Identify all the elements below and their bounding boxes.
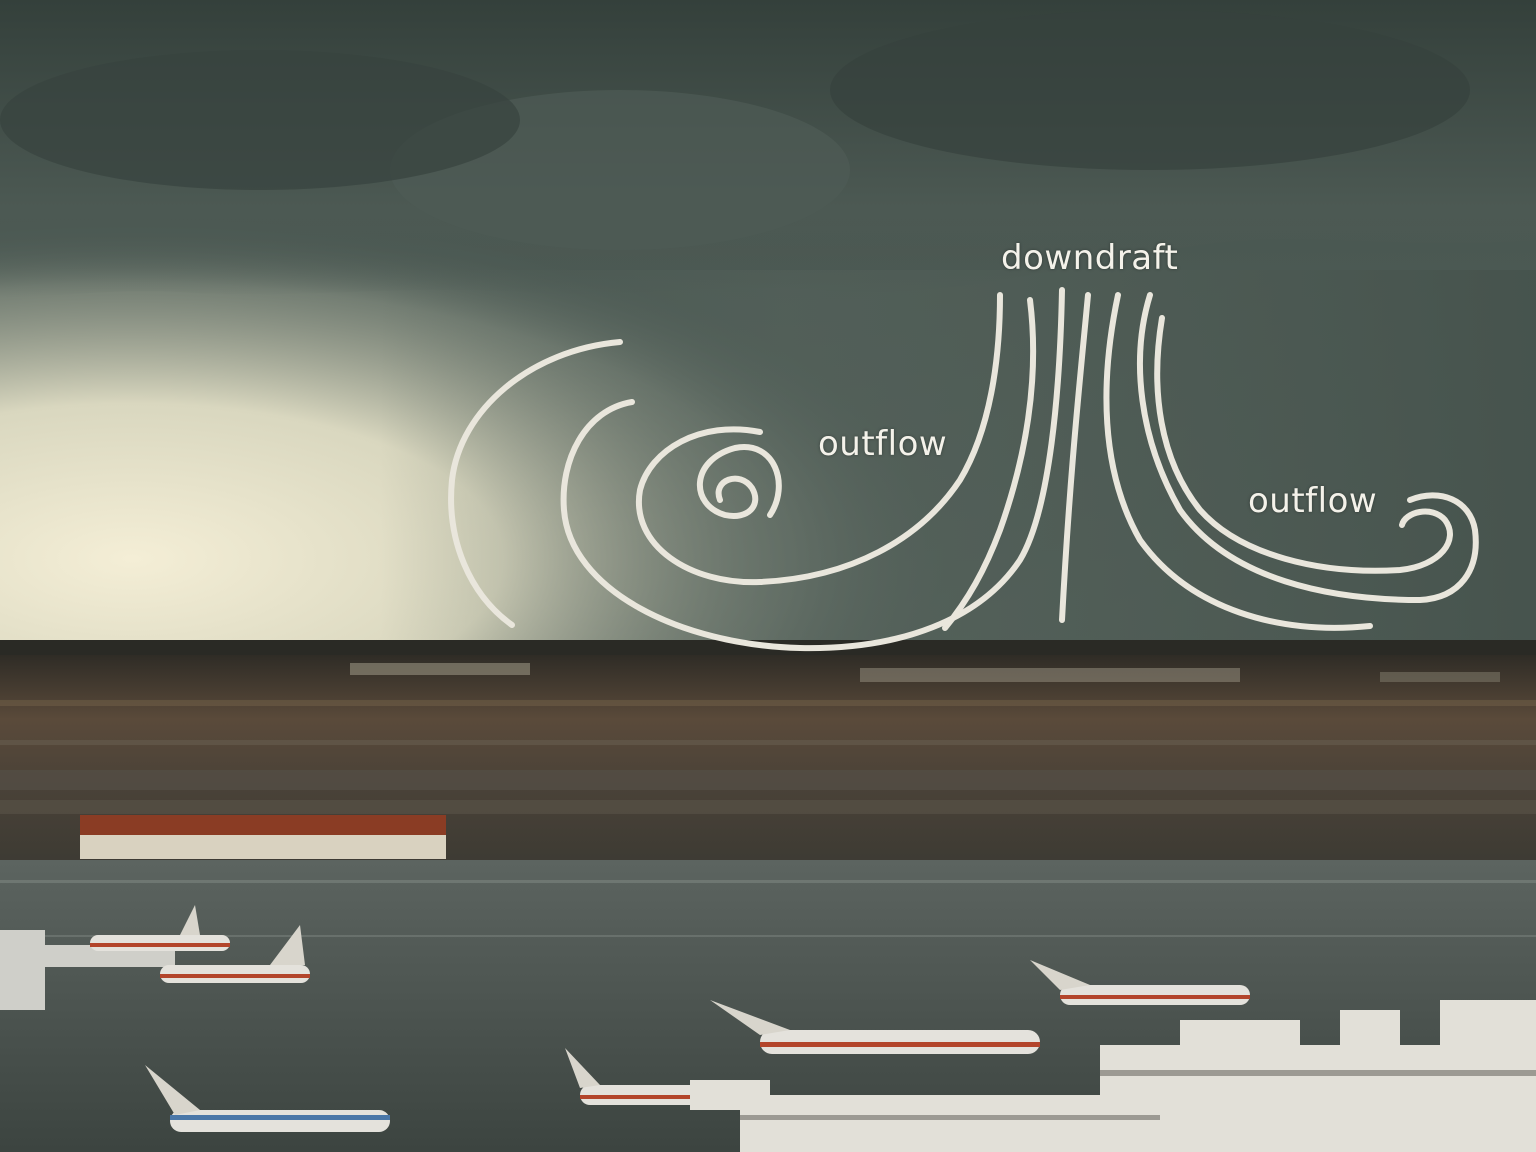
downdraft-label: downdraft xyxy=(1001,238,1179,278)
outflow-label-right: outflow xyxy=(1248,481,1378,521)
outflow-label-left: outflow xyxy=(818,424,948,464)
airflow-arrows xyxy=(448,287,1479,652)
